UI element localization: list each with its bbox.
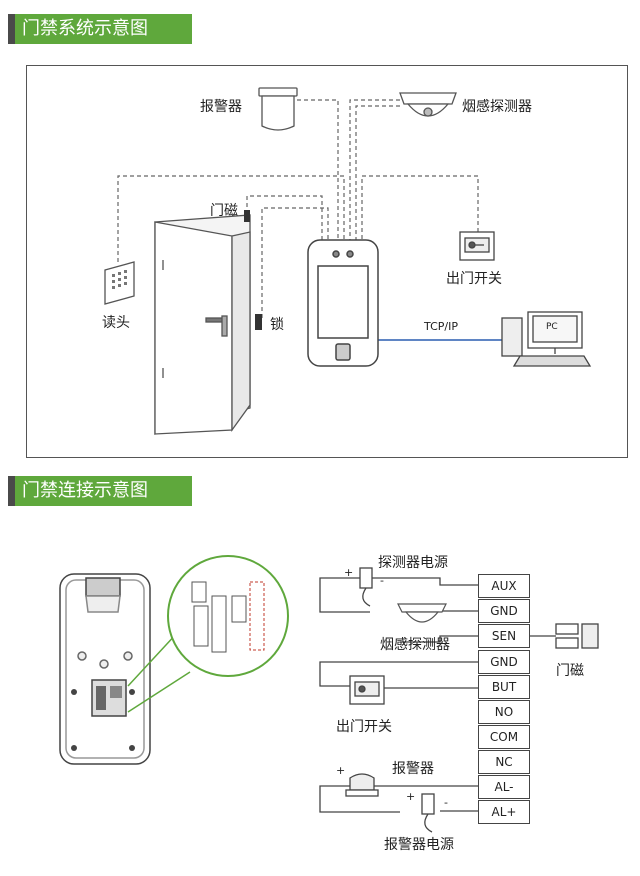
detector-power-icon	[359, 567, 373, 607]
connector-zoom-circle	[167, 555, 289, 677]
terminal-aux: AUX	[478, 574, 530, 598]
label-pc: PC	[546, 322, 558, 332]
pc-icon	[501, 311, 592, 367]
svg-text:-: -	[380, 574, 384, 587]
section-header-system-diagram: 门禁系统示意图	[8, 14, 192, 44]
zoom-line	[127, 671, 191, 713]
section-header-connection-diagram: 门禁连接示意图	[8, 476, 192, 506]
label-smoke-detector-2: 烟感探测器	[380, 637, 450, 653]
terminal-gnd-2: GND	[478, 650, 530, 674]
terminal-gnd-1: GND	[478, 599, 530, 623]
svg-text:+: +	[336, 764, 345, 777]
terminal-com: COM	[478, 725, 530, 749]
smoke-detector-icon	[399, 92, 457, 117]
label-smoke-detector: 烟感探测器	[462, 99, 532, 115]
terminal-nc: NC	[478, 750, 530, 774]
label-alarm-2: 报警器	[392, 761, 434, 777]
terminal-al-minus: AL-	[478, 775, 530, 799]
signal-wires	[117, 99, 479, 318]
svg-text:-: -	[444, 796, 448, 809]
lock-icon	[255, 314, 262, 330]
terminal-al-plus: AL+	[478, 800, 530, 824]
connection-wires	[319, 577, 556, 813]
access-controller-icon	[307, 239, 379, 367]
alarm-power-icon	[421, 793, 435, 833]
controller-back-icon	[59, 573, 151, 765]
card-reader-icon	[104, 261, 135, 305]
label-door-sensor-2: 门磁	[556, 663, 584, 679]
door-icon	[154, 214, 251, 435]
door-sensor-magnet-icon	[244, 210, 250, 222]
polarity-marks: + - + - +	[336, 566, 448, 809]
exit-button-icon	[459, 231, 495, 261]
label-alarm: 报警器	[200, 99, 242, 115]
terminal-but: BUT	[478, 675, 530, 699]
label-lock: 锁	[270, 317, 284, 333]
section-title: 门禁系统示意图	[22, 18, 148, 39]
alarm-siren-icon	[258, 87, 298, 131]
alarm-small-icon	[345, 773, 379, 797]
svg-text:+: +	[406, 790, 415, 803]
label-reader: 读头	[102, 315, 130, 331]
door-sensor-icon	[555, 623, 599, 649]
section-title: 门禁连接示意图	[22, 480, 148, 501]
terminal-no: NO	[478, 700, 530, 724]
label-alarm-power: 报警器电源	[384, 837, 454, 853]
label-tcpip: TCP/IP	[424, 320, 458, 333]
svg-text:+: +	[344, 566, 353, 579]
terminal-sen: SEN	[478, 624, 530, 648]
label-detector-power: 探测器电源	[378, 555, 448, 571]
zoom-line	[127, 631, 179, 687]
exit-button-small-icon	[349, 675, 385, 705]
smoke-detector-small-icon	[397, 603, 447, 623]
label-exit-button-2: 出门开关	[336, 719, 392, 735]
label-door-sensor: 门磁	[210, 203, 238, 219]
label-exit-button: 出门开关	[446, 271, 502, 287]
